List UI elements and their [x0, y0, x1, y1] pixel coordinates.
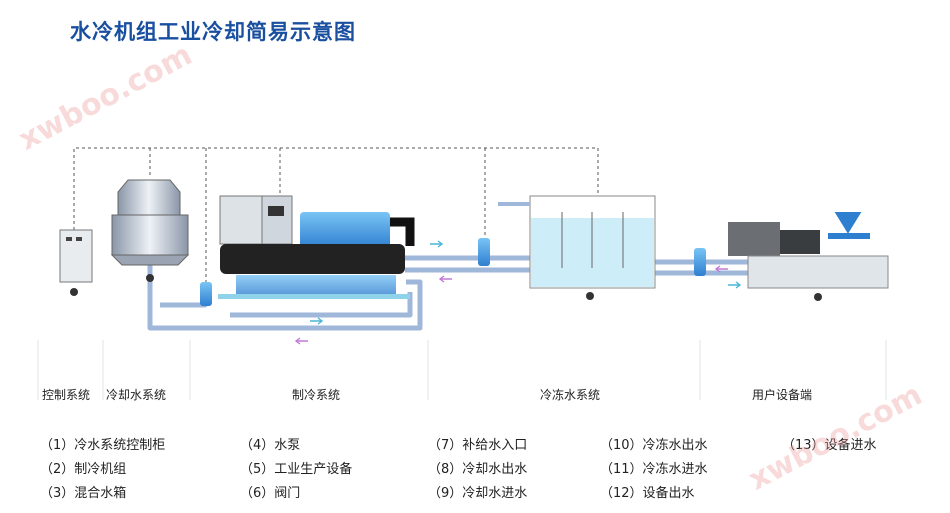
flow-arrows	[294, 240, 742, 345]
chiller-unit	[218, 195, 415, 299]
legend-item: （9）冷却水进水	[428, 486, 528, 501]
legend-item: （3）混合水箱	[40, 486, 127, 501]
page-title: 水冷机组工业冷却简易示意图	[70, 20, 356, 44]
legend-item: （13）设备进水	[782, 438, 877, 453]
cooling-tower	[110, 179, 190, 282]
legend-item: （1）冷水系统控制柜	[40, 438, 166, 453]
section-label: 制冷系统	[292, 388, 341, 402]
pumps	[200, 238, 706, 306]
control-wires	[73, 147, 599, 300]
section-label: 控制系统	[42, 388, 91, 402]
legend-item: （11）冷冻水进水	[600, 462, 708, 477]
legend-item: （10）冷冻水出水	[600, 438, 708, 453]
section-label: 冷冻水系统	[540, 388, 601, 402]
section-dividers	[37, 340, 887, 400]
legend-item: （7）补给水入口	[428, 438, 528, 453]
legend-item: （4）水泵	[240, 438, 301, 453]
control-cabinet	[59, 229, 93, 296]
legend-item: （8）冷却水出水	[428, 462, 528, 477]
industrial-equipment	[728, 212, 889, 301]
mixing-tank	[498, 195, 656, 300]
legend-item: （6）阀门	[240, 486, 301, 501]
legend-item: （2）制冷机组	[40, 462, 127, 477]
section-label: 冷却水系统	[106, 388, 167, 402]
legend-item: （12）设备出水	[600, 486, 695, 501]
legend-item: （5）工业生产设备	[240, 462, 353, 477]
section-label: 用户设备端	[752, 388, 813, 402]
